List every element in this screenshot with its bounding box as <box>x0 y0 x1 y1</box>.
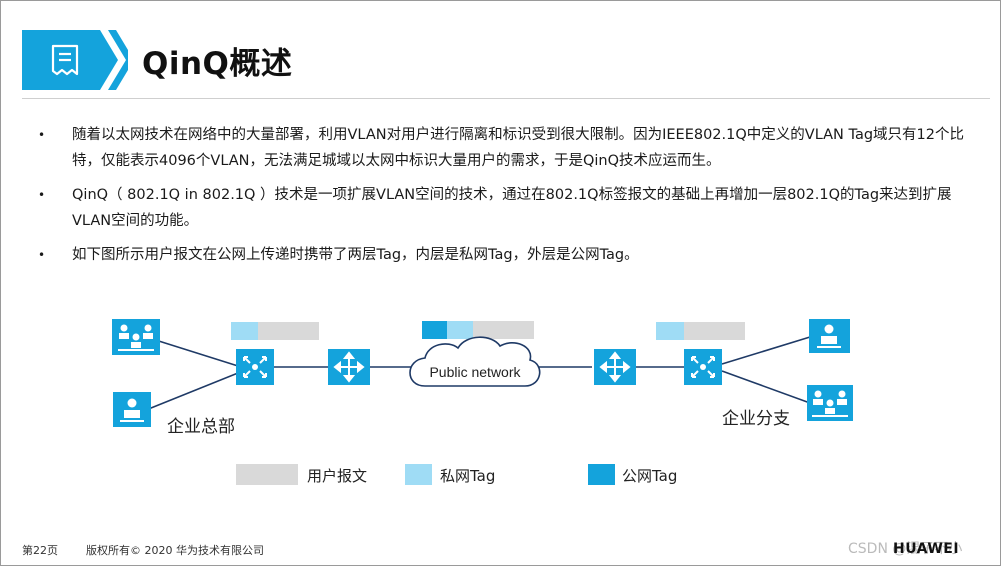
cloud-label: Public network <box>429 364 521 380</box>
bullet-item: • QinQ（ 802.1Q in 802.1Q ）技术是一项扩展VLAN空间的技… <box>32 182 977 234</box>
router-icon <box>594 349 636 385</box>
legend-swatch-public-tag <box>588 464 615 485</box>
frame-public <box>422 321 534 339</box>
branch-label: 企业分支 <box>722 409 790 429</box>
network-links <box>145 336 811 411</box>
header-banner <box>22 30 128 90</box>
user-group-icon <box>112 319 160 355</box>
hq-label: 企业总部 <box>167 417 235 437</box>
copyright: 版权所有© 2020 华为技术有限公司 <box>86 544 264 557</box>
document-list-icon <box>51 44 79 76</box>
user-icon <box>113 392 151 427</box>
bullet-list: • 随着以太网技术在网络中的大量部署，利用VLAN对用户进行隔离和标识受到很大限制… <box>32 122 977 276</box>
bullet-text: 随着以太网技术在网络中的大量部署，利用VLAN对用户进行隔离和标识受到很大限制。… <box>72 127 964 169</box>
user-group-icon <box>807 385 853 421</box>
legend-label-user-frame: 用户报文 <box>307 467 368 485</box>
frame-branch <box>656 322 745 340</box>
header-divider <box>22 98 990 99</box>
page-number: 第22页 <box>22 544 58 557</box>
user-icon <box>809 319 850 353</box>
bullet-item: • 如下图所示用户报文在公网上传递时携带了两层Tag，内层是私网Tag，外层是公网… <box>32 242 977 268</box>
bullet-dot: • <box>38 188 46 202</box>
public-network-cloud <box>409 336 541 387</box>
bullet-item: • 随着以太网技术在网络中的大量部署，利用VLAN对用户进行隔离和标识受到很大限制… <box>32 122 977 174</box>
page-title: QinQ概述 <box>142 46 293 82</box>
header-banner-chevron <box>108 30 128 90</box>
legend-label-public-tag: 公网Tag <box>622 467 678 485</box>
bullet-text: 如下图所示用户报文在公网上传递时携带了两层Tag，内层是私网Tag，外层是公网T… <box>72 247 639 263</box>
qinq-network-diagram: Public network <box>112 319 853 485</box>
legend-label-private-tag: 私网Tag <box>440 467 496 485</box>
switch-icon <box>236 349 274 385</box>
legend-swatch-private-tag <box>405 464 432 485</box>
bullet-dot: • <box>38 128 46 142</box>
watermark: CSDN @混子不小 <box>848 541 963 557</box>
bullet-dot: • <box>38 248 46 262</box>
legend-swatch-user-frame <box>236 464 298 485</box>
router-icon <box>328 349 370 385</box>
huawei-logo: HUAWEI <box>893 541 960 557</box>
switch-icon <box>684 349 722 385</box>
bullet-text: QinQ（ 802.1Q in 802.1Q ）技术是一项扩展VLAN空间的技术… <box>72 187 952 229</box>
frame-hq <box>231 322 319 340</box>
